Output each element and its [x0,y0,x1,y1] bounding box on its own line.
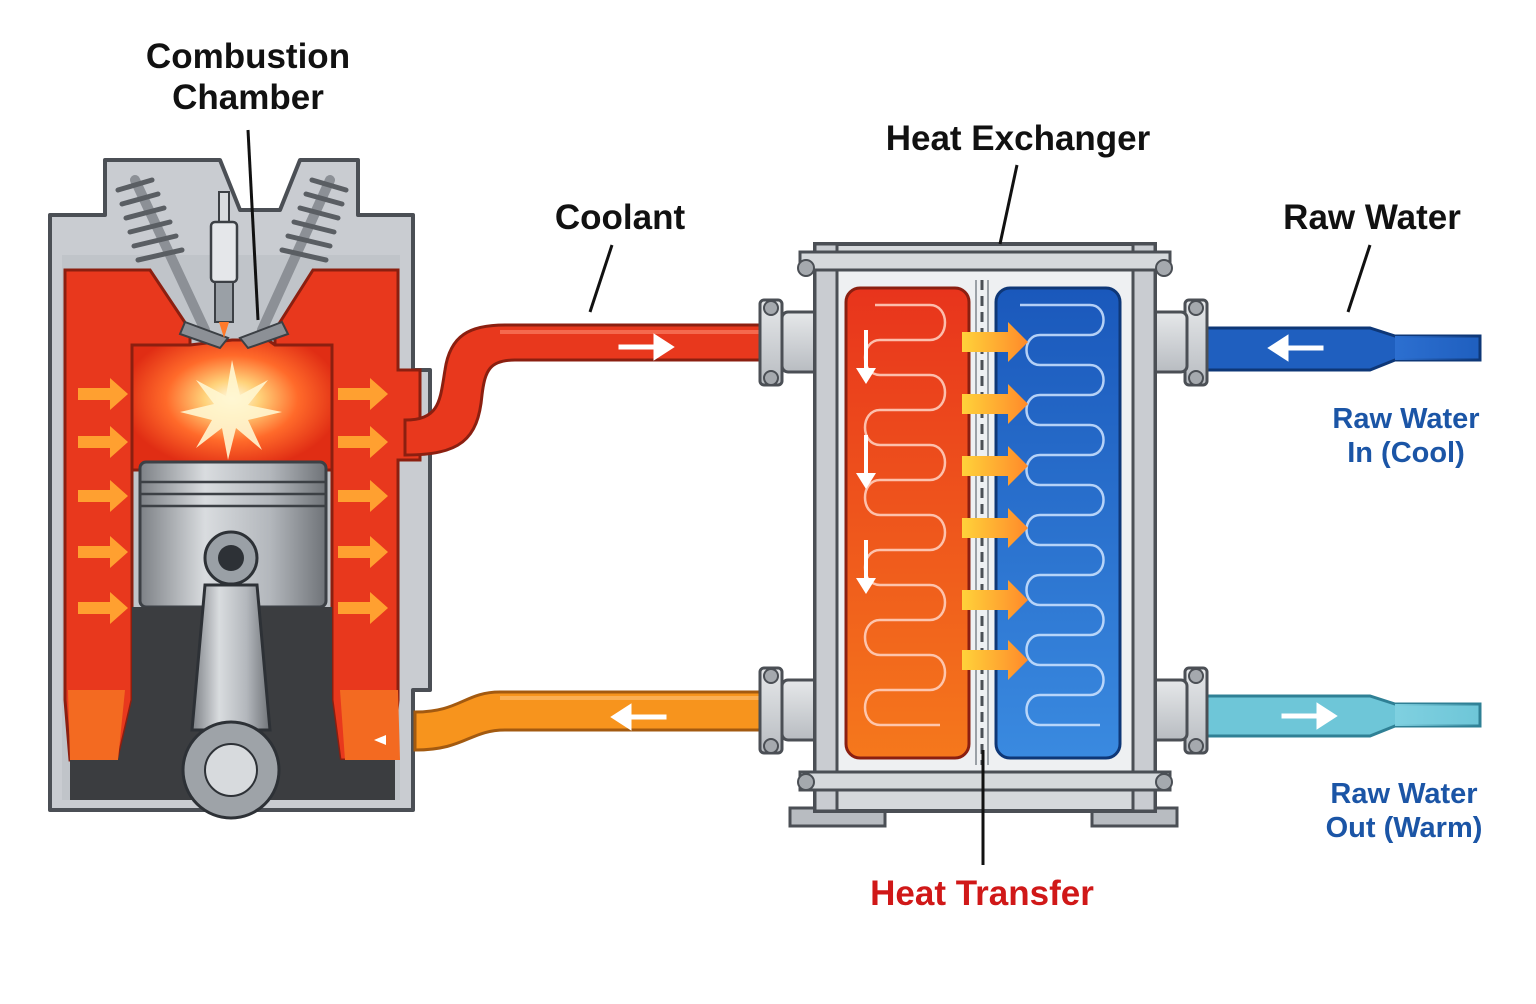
bolt-icon [763,300,1204,754]
raw-water-in-label: Raw Water In (Cool) [1332,402,1479,470]
coolant-label: Coolant [554,198,686,237]
flow-arrow-icon [610,703,667,731]
valve-spring-icon [279,177,349,263]
flow-arrow-icon [374,735,386,745]
flow-arrow-icon [856,330,876,594]
combustion-chamber-label-line2: Chamber [172,78,324,118]
connecting-rod-icon [181,583,281,820]
heat-exchanger-label: Heat Exchanger [885,119,1151,158]
heat-exchanger [788,242,1179,828]
heat-arrow-icon [962,322,1028,680]
raw-water-in-label-line2: In (Cool) [1347,437,1465,470]
valve-spring-icon [115,177,185,263]
raw-water-label: Raw Water [1283,198,1461,237]
piston-icon [138,460,328,609]
combustion-burst-icon [180,360,282,460]
warm-coolant-pipe [413,690,777,752]
flow-arrow-icon [1267,334,1324,362]
raw-water-out-label-line2: Out (Warm) [1325,812,1483,845]
raw-water-in-pipe [1203,326,1482,372]
heat-arrows-left [78,378,128,624]
heat-arrows-right [338,378,388,624]
flow-arrow-icon [1281,702,1338,730]
raw-water-out-pipe [1203,694,1482,738]
raw-water-out-label: Raw Water Out (Warm) [1326,777,1483,845]
combustion-chamber-label-line1: Combustion [145,37,351,76]
leader-lines [246,129,1372,865]
hot-coolant-pipe [403,323,777,457]
engine-block [48,158,432,820]
raw-water-out-label-line1: Raw Water [1330,778,1478,810]
bolt-icon [797,259,1173,791]
combustion-chamber-label: Combustion Chamber [146,36,350,119]
raw-water-in-label-line1: Raw Water [1332,403,1480,435]
flow-arrow-icon [618,333,675,361]
heat-transfer-label: Heat Transfer [870,874,1094,913]
spark-plug-icon [209,191,239,338]
